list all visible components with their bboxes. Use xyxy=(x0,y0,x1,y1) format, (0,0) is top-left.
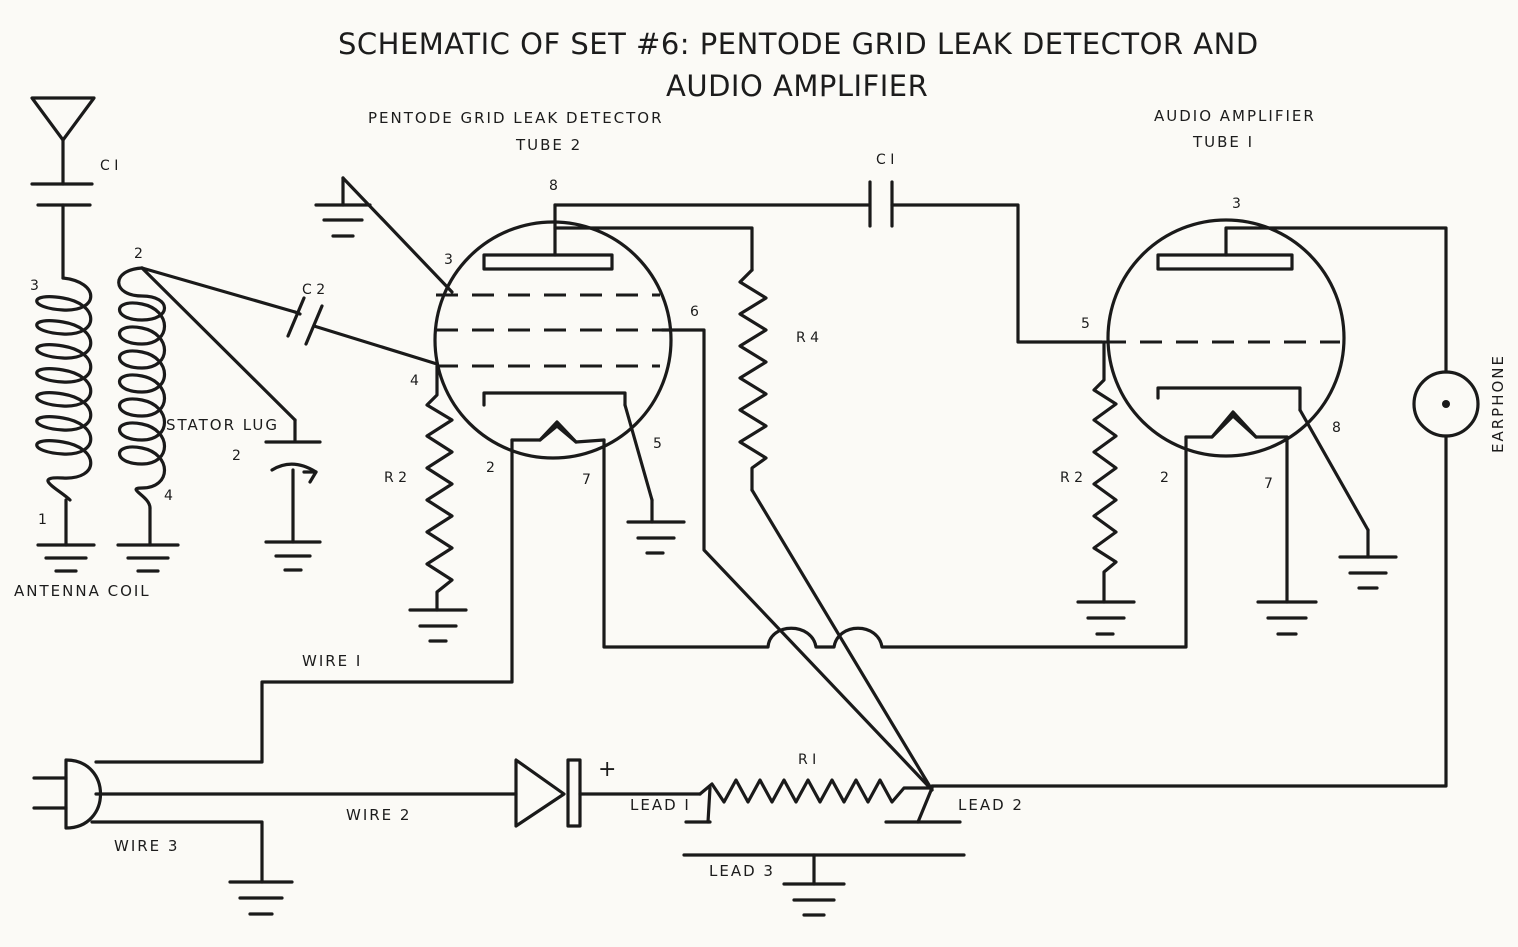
detector-heading: PENTODE GRID LEAK DETECTOR xyxy=(368,109,664,127)
coil-to-c2-wire xyxy=(140,266,297,314)
amplifier-pin-2: 2 xyxy=(1160,470,1169,486)
lead-2 xyxy=(884,786,962,824)
coupling-capacitor-c1 xyxy=(868,180,1104,344)
earphone-symbol xyxy=(930,370,1480,788)
detector-pin-3: 3 xyxy=(444,252,453,268)
resistor-r4 xyxy=(738,268,768,492)
detector-pin-2: 2 xyxy=(486,460,495,476)
wire-3 xyxy=(90,820,264,884)
amplifier-pin-3: 3 xyxy=(1232,196,1241,212)
capacitor-c2 xyxy=(286,296,439,366)
diode-plus-sign: + xyxy=(598,757,618,782)
detector-pin-6: 6 xyxy=(690,304,699,320)
secondary-coil xyxy=(117,266,167,510)
amplifier-pin8-ground xyxy=(1298,408,1398,590)
plate-to-r4-wire xyxy=(553,226,754,272)
antenna-c1-label: C I xyxy=(100,158,118,174)
r2-left-ground xyxy=(408,608,468,643)
secondary-pin-4: 4 xyxy=(164,488,173,504)
primary-pin-1: 1 xyxy=(38,512,47,528)
r2-right-label: R 2 xyxy=(1060,470,1083,486)
screen-to-lead2-wire xyxy=(660,328,934,792)
r4-to-lead2-wire xyxy=(750,488,934,792)
r1-label: R I xyxy=(798,752,816,768)
title-line-1: SCHEMATIC OF SET #6: PENTODE GRID LEAK D… xyxy=(338,27,1259,61)
detector-pin-7: 7 xyxy=(582,472,591,488)
lead-1 xyxy=(684,786,712,824)
antenna-symbol xyxy=(30,96,96,186)
coil-to-stator-wire xyxy=(140,266,297,422)
antenna-capacitor-c1 xyxy=(36,203,92,280)
amplifier-tube-label: TUBE I xyxy=(1192,133,1254,151)
wire-2-label: WIRE 2 xyxy=(346,806,411,824)
detector-tube xyxy=(433,203,673,460)
detector-screen-ground xyxy=(314,176,454,294)
primary-coil xyxy=(35,276,93,502)
amplifier-pin-5: 5 xyxy=(1081,316,1090,332)
resistor-r1 xyxy=(698,778,934,804)
wire-1 xyxy=(94,438,514,764)
primary-pin-3: 3 xyxy=(30,278,39,294)
earphone-label: EARPHONE xyxy=(1489,354,1507,453)
secondary-pin-2: 2 xyxy=(134,246,143,262)
title-line-2: AUDIO AMPLIFIER xyxy=(666,69,928,103)
amplifier-heading: AUDIO AMPLIFIER xyxy=(1154,107,1316,125)
detector-suppressor-ground xyxy=(623,403,686,555)
lead-3 xyxy=(682,853,966,917)
antenna-coil-label: ANTENNA COIL xyxy=(14,582,151,600)
lead-3-label: LEAD 3 xyxy=(709,862,775,880)
amplifier-filament-ground xyxy=(1256,435,1318,636)
lead-2-label: LEAD 2 xyxy=(958,796,1024,814)
resistor-r2-right xyxy=(1092,340,1118,604)
r4-label: R 4 xyxy=(796,330,819,346)
diode-rectifier xyxy=(514,758,702,828)
filament-wire xyxy=(602,435,1188,649)
coupling-c1-label: C I xyxy=(876,152,894,168)
wire-3-label: WIRE 3 xyxy=(114,837,179,855)
c2-label: C 2 xyxy=(302,282,325,298)
r2-left-label: R 2 xyxy=(384,470,407,486)
secondary-ground xyxy=(116,543,180,573)
variable-capacitor xyxy=(264,440,322,572)
detector-pin-5: 5 xyxy=(653,436,662,452)
primary-ground xyxy=(36,543,96,573)
r2-right-ground xyxy=(1076,600,1136,636)
wire-3-ground xyxy=(228,880,294,916)
plug-symbol xyxy=(32,758,102,830)
detector-pin-8: 8 xyxy=(549,178,558,194)
stator-pin-2: 2 xyxy=(232,448,241,464)
amplifier-pin-7: 7 xyxy=(1264,476,1273,492)
wire-1-label: WIRE I xyxy=(302,652,362,670)
amplifier-tube xyxy=(1104,218,1448,458)
amplifier-pin-8: 8 xyxy=(1332,420,1341,436)
resistor-r2-left xyxy=(425,364,454,612)
detector-pin-4: 4 xyxy=(410,373,419,389)
detector-tube-label: TUBE 2 xyxy=(515,136,582,154)
lead-1-label: LEAD I xyxy=(630,796,691,814)
stator-lug-label: STATOR LUG xyxy=(166,416,279,434)
